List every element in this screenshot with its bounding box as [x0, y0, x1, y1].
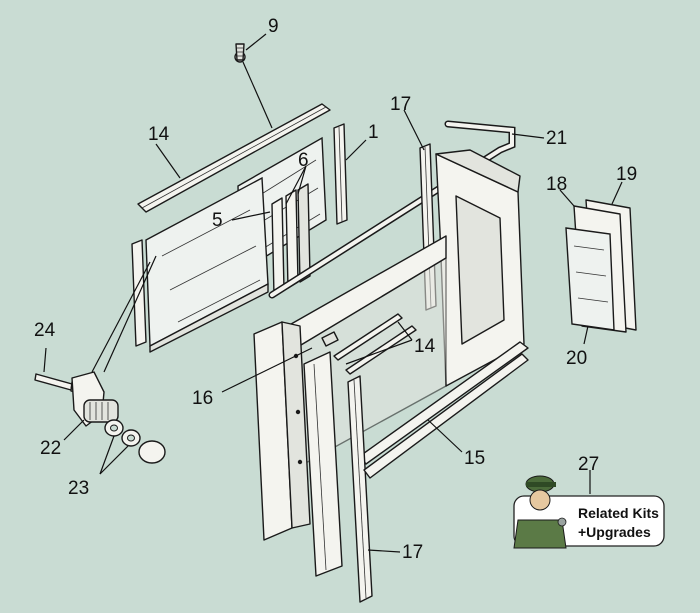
- part-24-bolt: [34, 373, 77, 393]
- callout-14-lower: 14: [414, 336, 436, 357]
- part-14-top-rail: [137, 103, 331, 213]
- callout-17-top: 17: [390, 94, 411, 115]
- callout-18: 18: [546, 174, 567, 195]
- callout-6: 6: [298, 150, 309, 171]
- callout-21: 21: [546, 128, 567, 149]
- callout-23: 23: [68, 478, 89, 499]
- part-20-glass: [565, 227, 615, 331]
- related-kits-badge[interactable]: Related Kits +Upgrades: [513, 475, 665, 549]
- badge-line-2[interactable]: +Upgrades: [578, 524, 651, 540]
- part-1-channel: [333, 123, 348, 225]
- middle-channel: [303, 351, 343, 577]
- part-23-washers: [104, 419, 166, 464]
- part-9-screw: [234, 43, 246, 63]
- callout-15: 15: [464, 448, 485, 469]
- callout-5: 5: [212, 210, 223, 231]
- callout-14-top: 14: [148, 124, 170, 145]
- callout-20: 20: [566, 348, 587, 369]
- callout-16: 16: [192, 388, 213, 409]
- callout-labels: 9 14 1 6 5 17 21 18 19 20 24 22 23 16 14…: [34, 16, 637, 563]
- callout-19: 19: [616, 164, 637, 185]
- part-15-track: [363, 353, 529, 479]
- part-6-channels: [271, 183, 311, 297]
- leader-lines: [43, 33, 623, 553]
- part-17-bottom-strip: [347, 375, 373, 603]
- callout-24: 24: [34, 320, 56, 341]
- part-14-lower-rails: [333, 313, 417, 375]
- callout-1: 1: [368, 122, 379, 143]
- callout-27: 27: [578, 454, 599, 475]
- left-frame-member: [253, 321, 311, 541]
- sliding-glass-front: [145, 176, 269, 353]
- part-22-latch: [71, 371, 119, 427]
- mechanic-figure-icon: [513, 475, 567, 549]
- callout-9: 9: [268, 16, 279, 37]
- callout-17-bottom: 17: [402, 542, 423, 563]
- part-16-clip: [321, 331, 339, 347]
- callout-22: 22: [40, 438, 61, 459]
- badge-line-1[interactable]: Related Kits: [578, 505, 659, 521]
